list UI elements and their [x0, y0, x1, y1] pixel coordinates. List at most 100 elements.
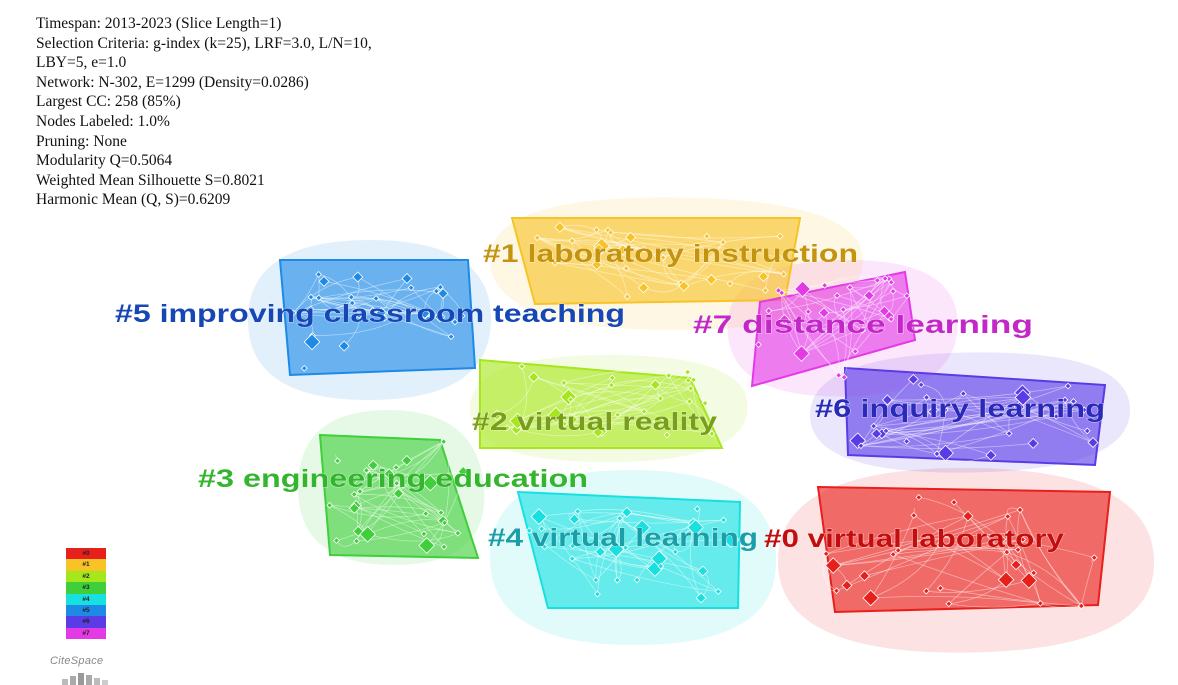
cluster-3-node [440, 543, 448, 551]
cluster-1-edge [680, 242, 724, 284]
cluster-6-node [1064, 382, 1072, 390]
cluster-4-node [697, 565, 709, 577]
cluster-6-node [941, 406, 949, 414]
cluster-1-edge [559, 226, 784, 275]
cluster-5-edge [310, 297, 352, 311]
cluster-4-node [722, 531, 740, 549]
cluster-5-node [369, 306, 377, 314]
cluster-0-edge [940, 587, 1082, 607]
cluster-2-node [567, 414, 579, 426]
cluster-color-legend: #0 #1 #2 #3 #4 #5 #6 #7 [66, 548, 106, 640]
info-line-largest-cc: Largest CC: 258 (85%) [36, 93, 181, 111]
info-line-harmonic-mean: Harmonic Mean (Q, S)=0.6209 [36, 191, 231, 209]
cluster-6-edge [881, 433, 937, 455]
cluster-6-node [1013, 401, 1025, 413]
cluster-6-edge [886, 409, 1085, 432]
cluster-1-edge [680, 242, 724, 284]
cluster-0-node [1003, 548, 1011, 556]
cluster-5-node [375, 307, 387, 319]
cluster-1-node [775, 254, 783, 262]
cluster-2-node [518, 363, 526, 370]
cluster-1-node [554, 221, 566, 233]
cluster-4-node [594, 546, 606, 558]
cluster-1-node [678, 280, 690, 292]
cluster-1-edge [537, 237, 623, 251]
cluster-7-edge [781, 292, 856, 352]
cluster-2-edge [507, 384, 656, 429]
cluster-0-node [858, 570, 870, 582]
cluster-4-node [616, 514, 624, 522]
cluster-5-edge [318, 289, 444, 299]
cluster-4-node [720, 516, 727, 524]
cluster-6-edge [963, 393, 1094, 443]
cluster-0-node [1005, 529, 1013, 537]
cluster-0-edge [898, 547, 1019, 551]
cluster-1-node [758, 271, 770, 283]
cluster-0-edge [1002, 538, 1095, 559]
cluster-4-edge [577, 509, 694, 524]
cluster-7-edge [838, 282, 892, 376]
cluster-0-edge [1040, 602, 1082, 608]
cluster-1-node [607, 229, 615, 236]
cluster-5-node [437, 283, 444, 291]
cluster-7-node [835, 371, 843, 379]
cluster-5-edge [375, 298, 452, 338]
cluster-2-node [592, 426, 604, 438]
cluster-1-edge [596, 229, 781, 239]
cluster-3-node [392, 488, 405, 500]
cluster-0-edge [939, 544, 1019, 551]
cluster-7-node [851, 347, 859, 355]
cluster-1-node [591, 259, 603, 271]
cluster-3-node [359, 525, 376, 543]
cluster-5-edge [312, 312, 410, 336]
cluster-0-edge [913, 515, 1007, 581]
cluster-6-edge [873, 425, 946, 454]
cluster-0-edge [926, 580, 1029, 593]
cluster-0-edge [870, 544, 940, 599]
cluster-6-node [881, 394, 893, 406]
cluster-0-node [1030, 569, 1038, 577]
cluster-1-edge [554, 262, 684, 287]
cluster-5-edge [318, 273, 360, 316]
cluster-6-edge [887, 397, 927, 406]
citespace-logo-bars [62, 673, 108, 685]
info-line-nodes-labeled: Nodes Labeled: 1.0% [36, 112, 170, 130]
cluster-5-node [372, 295, 380, 302]
cluster-0-node [1090, 554, 1098, 562]
cluster-4-edge [544, 546, 703, 572]
cluster-0-hull [816, 485, 1112, 614]
cluster-6-label: #6 inquiry learning [815, 395, 1105, 423]
cluster-5-edge [292, 278, 408, 314]
cluster-3-node [334, 457, 341, 465]
cluster-6-edge [885, 409, 1085, 432]
cluster-5-node [315, 270, 323, 278]
cluster-6-node [933, 450, 941, 458]
cluster-4-node [671, 548, 679, 556]
cluster-1-node [726, 280, 734, 288]
cluster-1-edge [537, 237, 784, 275]
cluster-0-edge [1005, 516, 1017, 565]
info-line-network: Network: N-302, E=1299 (Density=0.0286) [36, 73, 309, 91]
cluster-3-node [418, 537, 436, 554]
cluster-3-edge [366, 470, 442, 513]
cluster-6-edge [873, 393, 964, 427]
cluster-1-edge [729, 270, 784, 284]
cluster-2-node [608, 374, 616, 382]
cluster-6-edge [885, 430, 992, 456]
cluster-2-edge [570, 399, 599, 433]
cluster-4-node [568, 555, 576, 563]
cluster-2-edge [563, 368, 688, 384]
cluster-0-node [1019, 536, 1027, 543]
cluster-7-edge [824, 275, 890, 286]
cluster-4-node [621, 506, 633, 518]
cluster-5-node [419, 307, 431, 319]
cluster-1-node [719, 238, 727, 246]
cluster-3-node [440, 438, 448, 446]
cluster-7-node [846, 283, 854, 291]
cluster-2-edge [516, 388, 691, 430]
cluster-7-edge [778, 290, 863, 331]
cluster-1-node [568, 237, 576, 245]
cluster-0-edge [823, 553, 837, 592]
info-line-pruning: Pruning: None [36, 132, 127, 150]
